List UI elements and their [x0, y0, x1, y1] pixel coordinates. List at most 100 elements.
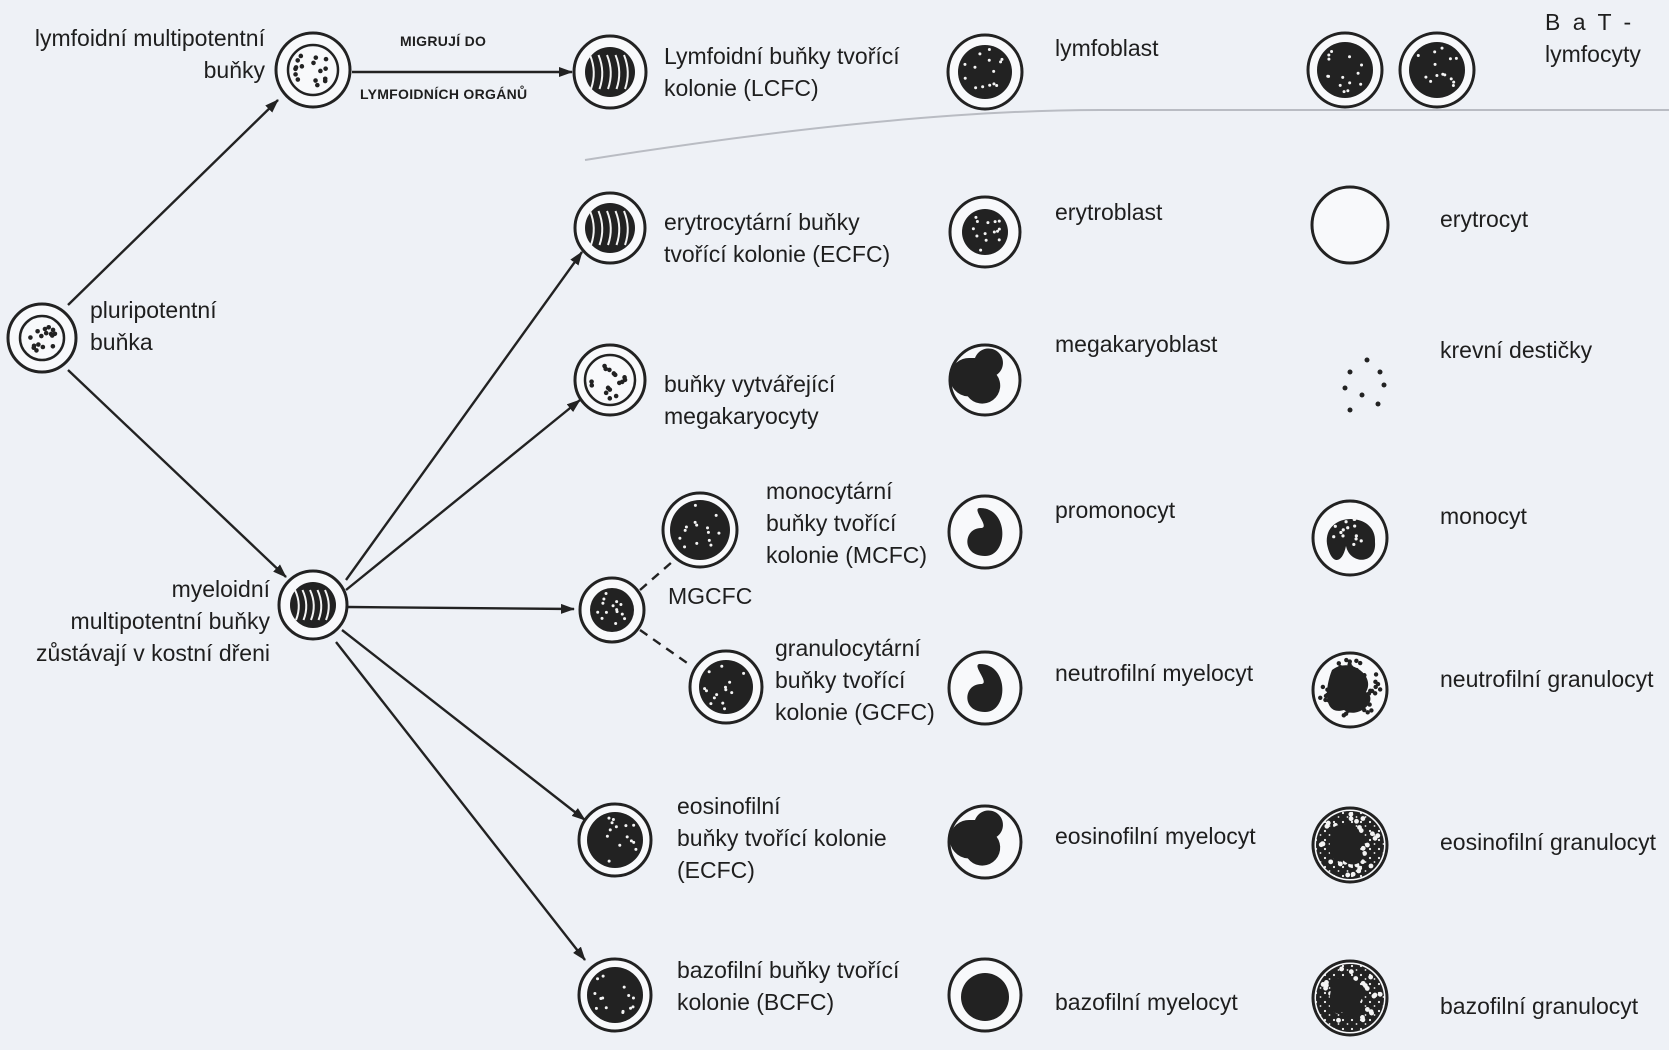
granule: [724, 688, 728, 692]
mgcfc-cell: [578, 576, 646, 644]
granule: [46, 324, 52, 330]
granule: [706, 530, 710, 534]
granule: [604, 1006, 608, 1010]
granule: [695, 541, 699, 545]
promonocyt-cell: [947, 494, 1023, 570]
granule: [1360, 859, 1366, 865]
granule: [1346, 526, 1350, 530]
baso-cfc-cell: [577, 957, 653, 1033]
label-lcfc: Lymfoidní buňky tvořící kolonie (LCFC): [664, 40, 900, 104]
nucleus: [949, 348, 1003, 404]
label-mcfc: monocytární buňky tvořící kolonie (MCFC): [766, 475, 927, 571]
granule: [43, 330, 49, 336]
granule: [986, 221, 990, 225]
granule: [1348, 811, 1354, 817]
granule: [295, 58, 301, 63]
nucleus: [670, 500, 730, 560]
granule: [627, 993, 631, 997]
granule: [620, 612, 624, 616]
granule: [712, 696, 716, 700]
granule: [1320, 684, 1326, 690]
granule: [1368, 863, 1374, 869]
label-line: myeloidní: [171, 576, 270, 602]
granule: [622, 375, 627, 380]
granule: [313, 55, 319, 60]
label-baso-cfc: bazofilní buňky tvořící kolonie (BCFC): [677, 954, 899, 1018]
granule: [605, 834, 609, 838]
baso-myelocyt-cell: [947, 957, 1023, 1033]
granule: [1346, 89, 1350, 93]
label-baso-granulocyt: bazofilní granulocyt: [1440, 993, 1639, 1019]
granule: [683, 528, 687, 532]
granule: [715, 693, 719, 697]
granule: [1429, 79, 1433, 83]
chromatin: [301, 589, 308, 621]
nucleus: [1409, 42, 1465, 98]
chromatin: [316, 589, 323, 621]
dashed-mgcfc-to-mcfc: [639, 554, 681, 591]
chromatin: [623, 210, 629, 246]
granule: [611, 604, 615, 608]
granule: [1373, 672, 1379, 677]
nucleus: [961, 973, 1009, 1021]
granule: [607, 816, 611, 820]
granule: [683, 545, 687, 549]
granule: [1318, 842, 1324, 848]
granule: [695, 523, 699, 527]
label-lymphoid-multipotent: lymfoidní multipotentní buňky: [20, 22, 265, 86]
eosino-granulocyt-cell: [1311, 806, 1389, 884]
granule: [728, 680, 732, 684]
granule: [295, 77, 301, 82]
granule: [993, 220, 997, 224]
granule: [594, 1006, 598, 1010]
megakaryoblast-cell: [948, 343, 1022, 417]
granule: [612, 372, 618, 378]
nucleus: [18, 314, 66, 362]
label-line: lymfoidní multipotentní: [34, 25, 265, 51]
granule: [1359, 539, 1363, 543]
label-line: kolonie (MCFC): [766, 542, 928, 568]
arrow-pluri-to-lymph: [67, 99, 279, 306]
granule: [311, 60, 316, 66]
label-line: kolonie (GCFC): [775, 699, 935, 725]
granule: [629, 1006, 633, 1010]
granule: [1424, 75, 1428, 79]
granule: [1358, 828, 1364, 833]
granule: [50, 343, 56, 349]
granule: [983, 232, 987, 236]
chromatin: [623, 54, 629, 90]
granule: [1369, 708, 1374, 713]
granule: [1341, 75, 1345, 79]
granule: [707, 538, 711, 542]
granule: [1338, 83, 1342, 87]
granule: [1362, 983, 1368, 988]
label-line: lymfocyty: [1545, 41, 1641, 67]
granule: [1368, 1009, 1374, 1015]
granule: [28, 335, 33, 340]
granule: [1441, 72, 1445, 76]
granule: [1364, 1007, 1370, 1012]
granule: [589, 383, 595, 388]
platelet-dot: [1347, 407, 1353, 413]
granule: [1352, 542, 1356, 547]
chromatin: [309, 589, 315, 621]
granule: [1354, 658, 1359, 664]
granule: [1360, 63, 1364, 67]
granule: [1440, 46, 1444, 50]
nucleus: [587, 812, 643, 868]
granule: [593, 991, 597, 995]
granule: [1357, 660, 1363, 666]
granule: [1324, 823, 1330, 829]
chromatin: [589, 54, 595, 90]
granule: [1451, 84, 1455, 88]
label-neutro-granulocyt: neutrofilní granulocyt: [1440, 666, 1654, 692]
b-lymphocyte-cell: [1306, 31, 1384, 109]
granule: [52, 331, 58, 337]
granule: [42, 326, 48, 332]
granule: [978, 52, 982, 56]
granule: [611, 817, 615, 821]
granule: [1339, 530, 1343, 535]
granule: [975, 220, 979, 224]
label-line: kolonie (LCFC): [664, 75, 819, 101]
